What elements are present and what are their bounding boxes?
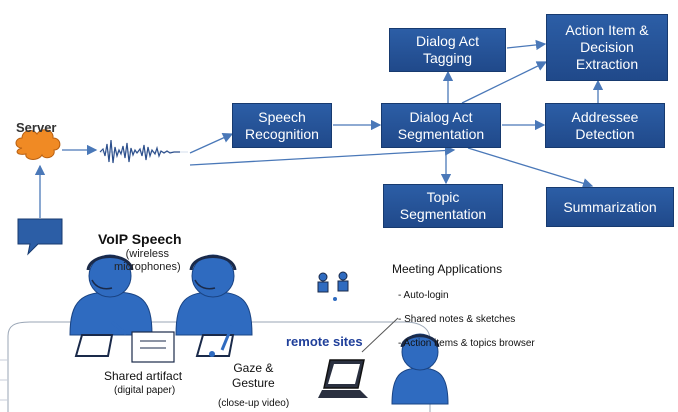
meeting-apps-pointer xyxy=(361,317,399,353)
action-item-extraction-box: Action Item & Decision Extraction xyxy=(546,14,668,81)
summarization-box: Summarization xyxy=(546,187,674,227)
closeup-video-label: (close-up video) xyxy=(218,398,290,409)
paper-icon xyxy=(131,331,175,363)
dialog-act-tagging-label: Dialog Act Tagging xyxy=(415,33,480,66)
meeting-item-auto-login: - Auto-login xyxy=(398,290,449,301)
topic-segmentation-box: Topic Segmentation xyxy=(383,184,503,228)
voip-speech-subtitle: (wireless microphones) xyxy=(114,248,181,273)
tablet-icon xyxy=(74,320,127,357)
meeting-applications-list: - Auto-login - Shared notes & sketches -… xyxy=(398,278,535,362)
gaze-gesture-label: Gaze & Gesture xyxy=(232,361,275,390)
flow-arrows xyxy=(34,39,604,218)
meeting-applications-title: Meeting Applications xyxy=(392,262,503,276)
remote-sites-label: remote sites xyxy=(286,334,363,349)
arrow-waveform-to-segmentation xyxy=(189,145,456,166)
dialog-act-segmentation-label: Dialog Act Segmentation xyxy=(397,108,485,142)
cloud-icon xyxy=(15,129,61,160)
arrow-segmentation-to-summarization xyxy=(467,147,594,189)
server-label: Server xyxy=(16,120,57,135)
addressee-detection-box: Addressee Detection xyxy=(545,103,665,148)
speech-bubble-icon xyxy=(17,218,63,256)
speech-recognition-label: Speech Recognition xyxy=(245,108,319,142)
person-icon xyxy=(391,333,449,405)
arrow-waveform-to-asr xyxy=(189,133,234,154)
action-item-extraction-label: Action Item & Decision Extraction xyxy=(565,22,649,72)
arrow-tagging-to-action xyxy=(506,39,547,51)
shared-artifact-label: Shared artifact xyxy=(104,369,183,383)
addressee-detection-label: Addressee Detection xyxy=(571,108,639,142)
arrow-segmentation-to-action xyxy=(461,61,548,104)
digital-paper-label: (digital paper) xyxy=(114,385,176,396)
person-icon xyxy=(175,254,253,336)
summarization-label: Summarization xyxy=(563,198,657,215)
person-icon xyxy=(69,254,153,336)
person-icon xyxy=(317,271,349,301)
speech-waveform-icon xyxy=(99,139,188,164)
chair-lines xyxy=(0,359,8,401)
voip-speech-title: VoIP Speech xyxy=(98,231,182,247)
topic-segmentation-label: Topic Segmentation xyxy=(399,189,487,222)
dialog-act-segmentation-box: Dialog Act Segmentation xyxy=(381,103,501,148)
tablet-icon xyxy=(195,325,235,357)
dialog-act-tagging-box: Dialog Act Tagging xyxy=(389,28,506,72)
speech-recognition-box: Speech Recognition xyxy=(232,103,332,148)
meeting-item-shared-notes: - Shared notes & sketches xyxy=(398,314,516,325)
laptop-icon xyxy=(318,359,368,398)
meeting-item-action-items-browser: - Action items & topics browser xyxy=(398,338,535,349)
